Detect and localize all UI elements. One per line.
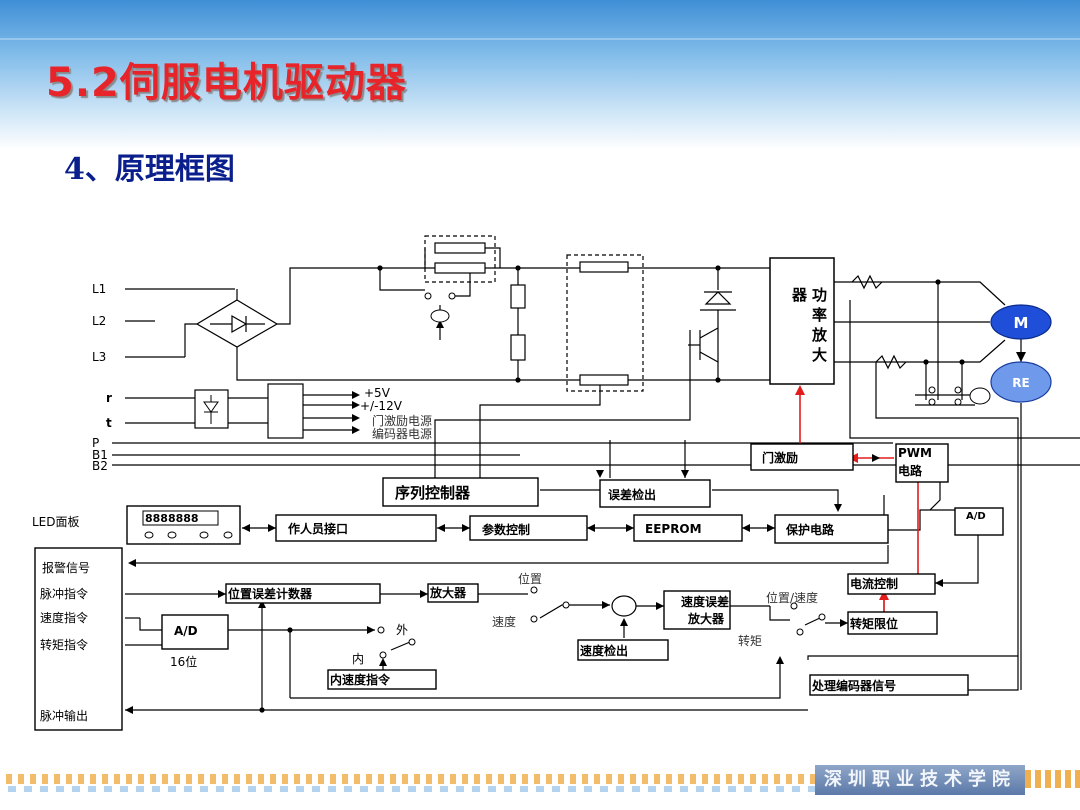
switch-pos-speed: 位置/速度 xyxy=(766,590,818,605)
speed-cmd: 速度指令 xyxy=(40,610,88,625)
pos-counter-label: 位置误差计数器 xyxy=(228,586,313,601)
speed-detect-label: 速度检出 xyxy=(580,643,628,658)
led-buttons xyxy=(144,531,233,539)
gate-drive-label: 门激励 xyxy=(762,450,798,465)
power-supply-block xyxy=(267,383,304,439)
power-amp-char-1: 功 xyxy=(812,286,827,304)
switch-torque: 转矩 xyxy=(738,633,762,648)
switch-contacts xyxy=(377,292,991,659)
pwm-label-2: 电路 xyxy=(898,463,923,478)
input-r: r xyxy=(106,391,112,405)
footer-cap xyxy=(1025,770,1080,788)
supply-encoder: 编码器电源 xyxy=(372,426,432,441)
header-line xyxy=(0,38,1080,40)
arrowheads xyxy=(125,320,1026,714)
pulse-out: 脉冲输出 xyxy=(40,708,88,723)
dashed-resistor-box xyxy=(566,254,644,392)
rectifier-bridge xyxy=(195,299,279,348)
power-switch xyxy=(688,291,736,363)
resistors xyxy=(434,242,629,386)
aux-rectifier xyxy=(194,389,229,429)
protection-label: 保护电路 xyxy=(785,522,835,537)
footer-stripes xyxy=(0,774,820,784)
switch-outer: 外 xyxy=(396,623,408,637)
input-l2: L2 xyxy=(92,314,106,328)
motor-icon xyxy=(990,304,1052,340)
switch-inner: 内 xyxy=(352,652,364,666)
encoder-proc-label: 处理编码器信号 xyxy=(811,678,896,693)
footer-college-name: 深圳职业技术学院 xyxy=(815,765,1025,795)
summing-junction xyxy=(611,595,637,617)
input-t: t xyxy=(106,416,112,430)
speed-amp-label-2: 放大器 xyxy=(687,611,725,626)
ad-left-label: A/D xyxy=(174,624,198,638)
power-amp-char-5: 器 xyxy=(791,286,808,304)
supply-12v: +/-12V xyxy=(360,399,403,413)
speed-amp-label-1: 速度误差 xyxy=(681,594,729,609)
switch-position: 位置 xyxy=(518,571,542,586)
torque-limit-label: 转矩限位 xyxy=(850,616,898,631)
led-panel-label: LED面板 xyxy=(32,515,80,529)
bits-label: 16位 xyxy=(170,654,197,669)
led-display-value: 8888888 xyxy=(145,512,199,525)
ad-right-label: A/D xyxy=(966,511,986,522)
dashed-relay-box xyxy=(424,235,496,283)
supply-gate: 门激励电源 xyxy=(372,413,432,428)
input-p: P xyxy=(92,436,99,450)
pulse-cmd: 脉冲指令 xyxy=(40,586,88,601)
input-b2: B2 xyxy=(92,459,108,473)
supply-5v: +5V xyxy=(364,386,391,400)
pwm-label: PWM xyxy=(898,446,932,460)
slide-subtitle: 4、原理框图 xyxy=(64,152,235,187)
error-detect-label: 误差检出 xyxy=(608,487,656,502)
power-amp-char-3: 放 xyxy=(811,326,828,344)
current-ctrl-label: 电流控制 xyxy=(850,576,898,591)
torque-cmd: 转矩指令 xyxy=(40,637,88,652)
alarm-signal: 报警信号 xyxy=(42,560,90,575)
led-display xyxy=(142,510,219,526)
sequence-label: 序列控制器 xyxy=(395,484,471,502)
input-l1: L1 xyxy=(92,282,106,296)
eeprom-label: EEPROM xyxy=(645,522,702,536)
power-amp-char-4: 大 xyxy=(812,346,827,364)
power-amp-char-2: 率 xyxy=(812,306,827,324)
switch-speed: 速度 xyxy=(492,614,516,629)
inner-speed-label: 内速度指令 xyxy=(330,672,391,687)
footer-stripes-blue xyxy=(0,786,820,792)
slide-title: 5.2伺服电机驱动器 xyxy=(46,60,407,106)
header-band xyxy=(0,0,1080,150)
red-arrowheads xyxy=(795,385,889,600)
param-label: 参数控制 xyxy=(482,522,530,537)
motor-label: M xyxy=(1014,314,1029,332)
encoder-label: RE xyxy=(1012,376,1029,390)
operator-if-label: 作人员接口 xyxy=(288,521,348,536)
power-amplifier-block xyxy=(769,257,835,385)
encoder-icon xyxy=(990,361,1052,403)
amplifier-label: 放大器 xyxy=(429,585,467,600)
input-b1: B1 xyxy=(92,448,108,462)
input-l3: L3 xyxy=(92,350,106,364)
